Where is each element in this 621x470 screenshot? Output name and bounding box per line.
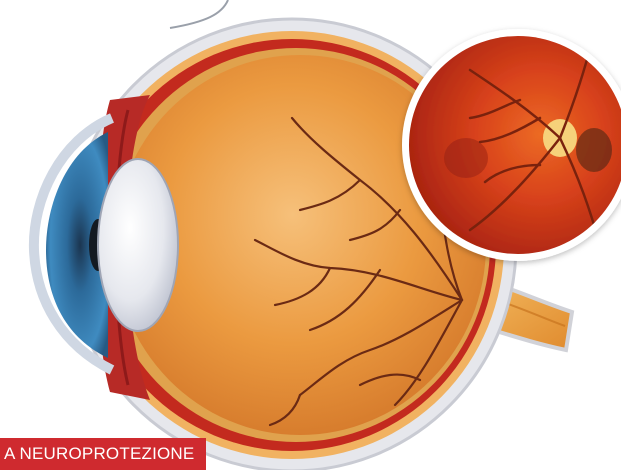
lens — [98, 159, 178, 331]
macula — [444, 138, 488, 178]
top-line — [170, 0, 228, 28]
caption-banner: A NEUROPROTEZIONE — [0, 438, 206, 470]
caption-text: A NEUROPROTEZIONE — [4, 444, 194, 464]
